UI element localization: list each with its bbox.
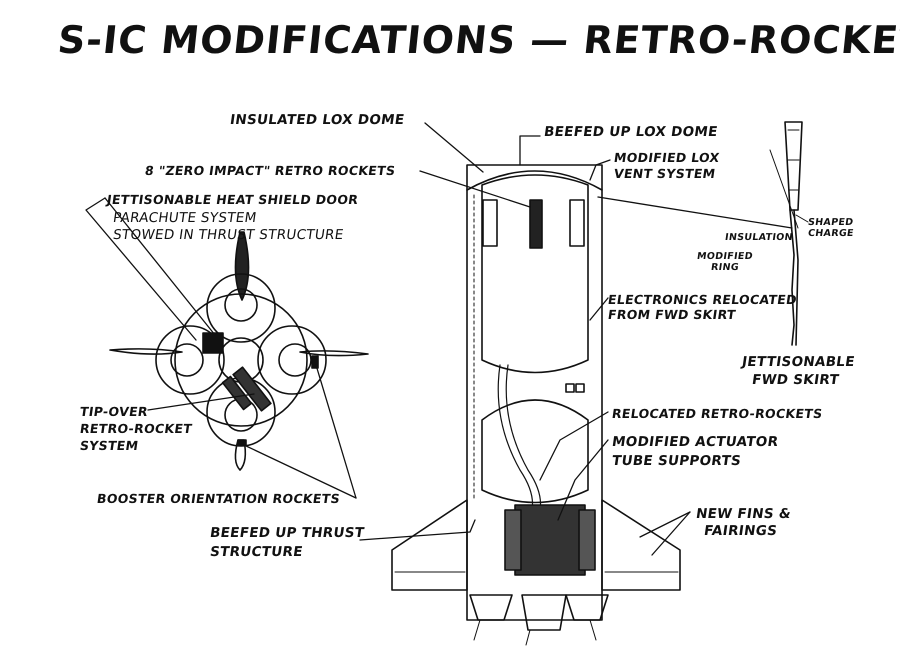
label-new-fins-1: NEW FINS & <box>694 506 792 522</box>
label-electronics-relocated-1: ELECTRONICS RELOCATED <box>606 292 798 307</box>
label-thrust-structure-2: STRUCTURE <box>208 544 304 560</box>
label-modified-actuator-2: TUBE SUPPORTS <box>610 453 743 469</box>
label-modified-lox-vent-2: VENT SYSTEM <box>612 166 717 181</box>
label-jettisonable-heat-shield: JETTISONABLE HEAT SHIELD DOOR <box>105 192 360 207</box>
label-modified-lox-vent-1: MODIFIED LOX <box>612 150 721 165</box>
label-insulated-lox-dome: INSULATED LOX DOME <box>228 112 406 128</box>
leader-lines <box>85 122 793 556</box>
label-modified-ring-1: MODIFIED <box>696 251 754 262</box>
label-tip-over-2: RETRO-ROCKET <box>78 421 194 436</box>
label-booster-orientation-rockets: BOOSTER ORIENTATION ROCKETS <box>95 491 341 506</box>
label-jettisonable-skirt-1: JETTISONABLE <box>740 354 856 370</box>
label-shaped-charge-2: CHARGE <box>807 228 855 239</box>
label-thrust-structure-1: BEEFED UP THRUST <box>208 525 366 541</box>
label-jettisonable-skirt-2: FWD SKIRT <box>750 372 841 388</box>
label-tip-over-3: SYSTEM <box>78 438 140 453</box>
label-zero-impact-retro-rockets: 8 "ZERO IMPACT" RETRO ROCKETS <box>143 163 397 178</box>
label-modified-ring-2: RING <box>710 262 740 273</box>
label-parachute-2: STOWED IN THRUST STRUCTURE <box>111 227 345 243</box>
label-modified-actuator-1: MODIFIED ACTUATOR <box>610 434 780 450</box>
label-shaped-charge-1: SHAPED <box>807 217 855 228</box>
fwd-skirt-detail <box>769 121 809 346</box>
label-parachute-1: PARACHUTE SYSTEM <box>111 210 258 226</box>
label-tip-over-1: TIP-OVER <box>78 404 149 419</box>
label-beefed-up-lox-dome: BEEFED UP LOX DOME <box>542 124 719 140</box>
side-view-drawing <box>391 164 681 646</box>
label-new-fins-2: FAIRINGS <box>702 523 779 539</box>
label-electronics-relocated-2: FROM FWD SKIRT <box>606 307 737 322</box>
label-relocated-retro-rockets: RELOCATED RETRO-ROCKETS <box>610 406 824 421</box>
label-insulation: INSULATION <box>724 232 794 243</box>
top-view-drawing <box>109 231 369 471</box>
